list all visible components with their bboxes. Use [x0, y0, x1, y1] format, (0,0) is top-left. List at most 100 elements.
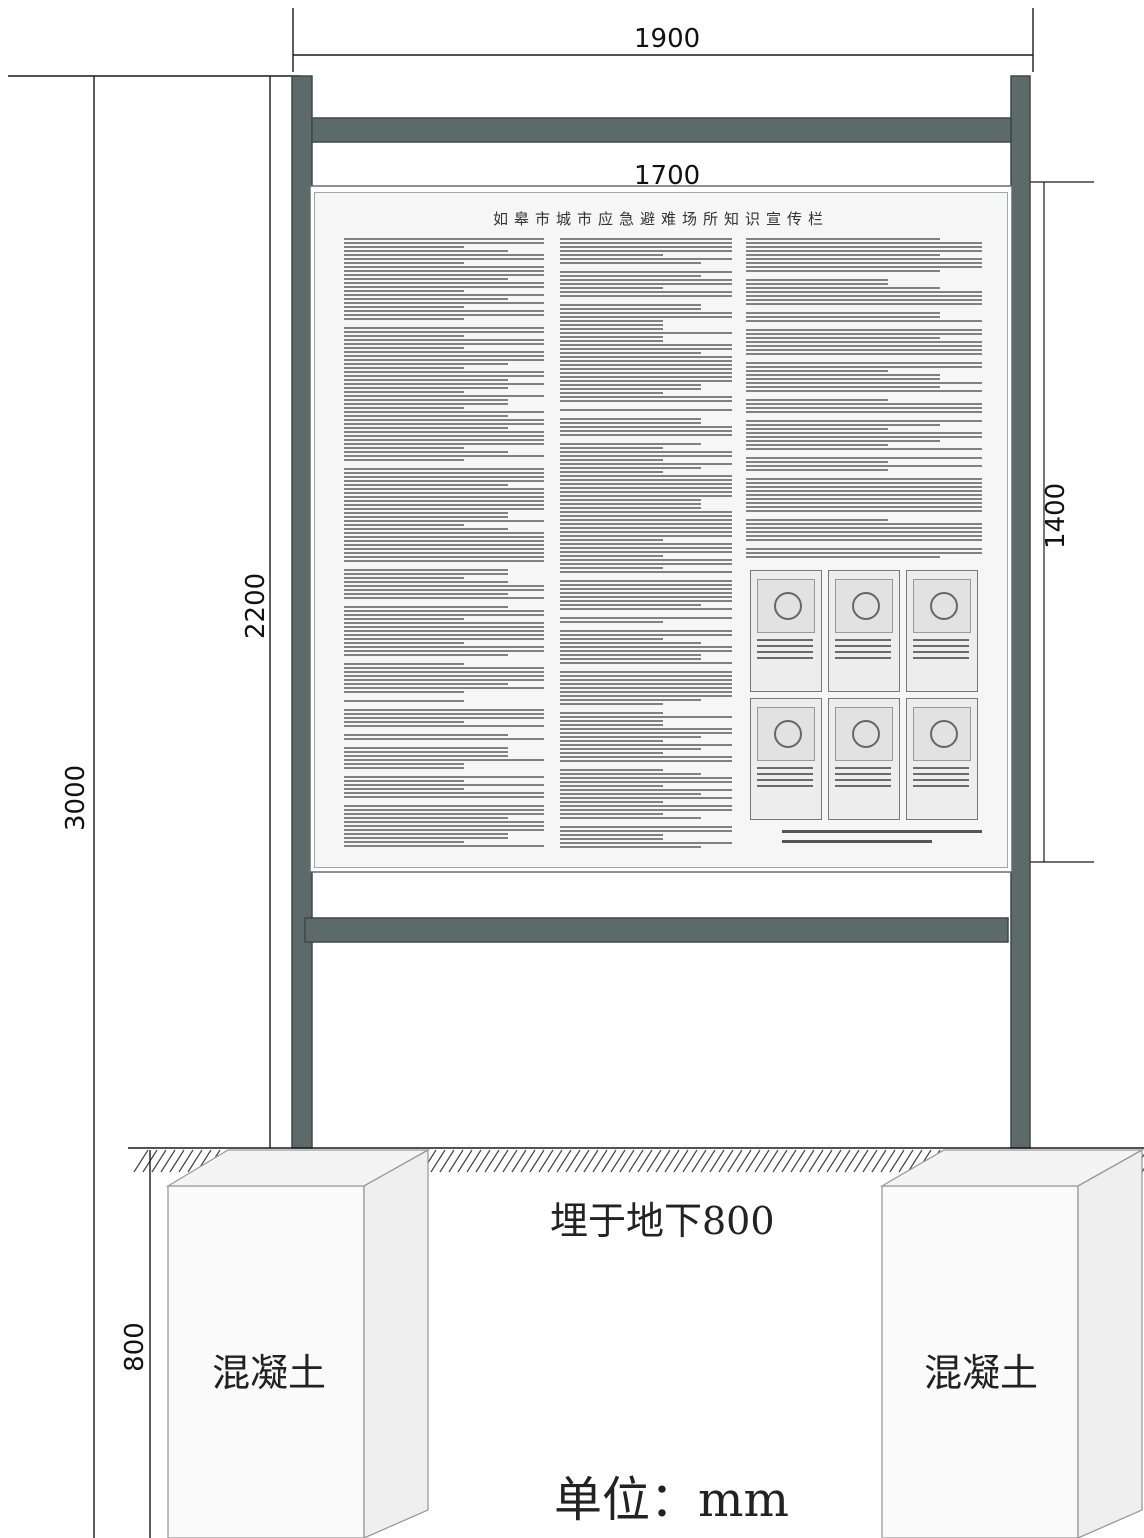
text-line — [344, 391, 464, 393]
text-line — [746, 299, 982, 301]
hatch-mark — [583, 1149, 599, 1173]
hatch-mark — [430, 1149, 446, 1173]
text-line — [560, 254, 664, 256]
text-line — [344, 650, 544, 652]
text-line — [344, 387, 508, 389]
hatch-mark — [169, 1149, 185, 1173]
text-line — [344, 671, 544, 673]
dim-3000-label: 3000 — [61, 764, 91, 831]
hatch-mark — [736, 1149, 752, 1173]
poster-text-line — [913, 785, 969, 787]
text-line — [560, 451, 732, 453]
text-line — [344, 817, 508, 819]
text-line — [746, 374, 940, 376]
hatch-mark — [610, 1149, 626, 1173]
text-line — [344, 488, 544, 490]
text-line — [746, 390, 982, 392]
text-line — [560, 756, 732, 758]
hatch-mark — [133, 1149, 149, 1173]
text-line — [560, 483, 732, 485]
text-line — [560, 683, 732, 685]
text-line — [344, 290, 464, 292]
text-line — [344, 713, 544, 715]
text-line — [344, 833, 508, 835]
hatch-mark — [493, 1149, 509, 1173]
poster-text-line — [835, 779, 891, 781]
board-footer-text — [782, 840, 932, 843]
hatch-mark — [637, 1149, 653, 1173]
text-line — [746, 403, 982, 405]
text-line — [344, 679, 544, 681]
text-line — [560, 332, 732, 334]
text-line — [560, 539, 664, 541]
text-line — [560, 475, 732, 477]
hatch-mark — [664, 1149, 680, 1173]
hatch-mark — [727, 1149, 743, 1173]
text-line — [560, 592, 732, 594]
text-line — [344, 270, 544, 272]
text-line — [560, 789, 732, 791]
text-line — [560, 258, 732, 260]
text-line — [746, 444, 888, 446]
text-line — [560, 409, 732, 411]
text-line — [344, 282, 544, 284]
hatch-mark — [673, 1149, 689, 1173]
text-line — [560, 671, 732, 673]
text-line — [344, 667, 544, 669]
cartoon-poster — [750, 570, 822, 692]
cartoon-illustration — [757, 707, 815, 761]
text-line — [560, 246, 732, 248]
text-line — [344, 821, 544, 823]
text-line — [746, 535, 982, 537]
text-line — [344, 383, 544, 385]
cartoon-illustration — [835, 707, 893, 761]
hatch-mark — [448, 1149, 464, 1173]
text-line — [560, 422, 702, 424]
text-line — [746, 539, 982, 541]
text-line — [746, 266, 982, 268]
text-line — [560, 658, 702, 660]
hatch-mark — [871, 1149, 887, 1173]
text-line — [560, 396, 732, 398]
hatch-mark — [772, 1149, 788, 1173]
text-line — [560, 630, 732, 632]
text-line — [560, 608, 732, 610]
text-line — [344, 347, 464, 349]
text-line — [344, 780, 464, 782]
text-line — [560, 834, 664, 836]
text-line — [344, 725, 544, 727]
text-line — [746, 457, 982, 459]
concrete-label-left: 混凝土 — [212, 1351, 327, 1395]
hatch-mark — [745, 1149, 761, 1173]
text-line — [560, 499, 702, 501]
text-line — [560, 495, 732, 497]
text-line — [560, 380, 732, 382]
text-line — [746, 303, 982, 305]
text-line — [560, 515, 732, 517]
text-line — [746, 238, 940, 240]
text-line — [344, 614, 544, 616]
text-line — [344, 331, 544, 333]
hatch-mark — [466, 1149, 482, 1173]
text-line — [746, 494, 982, 496]
text-line — [560, 740, 664, 742]
text-line — [344, 294, 544, 296]
text-line — [560, 447, 664, 449]
text-line — [560, 523, 732, 525]
text-line — [560, 675, 732, 677]
text-line — [344, 286, 544, 288]
text-line — [746, 341, 982, 343]
text-line — [344, 447, 464, 449]
poster-text-line — [757, 773, 813, 775]
text-line — [560, 360, 732, 362]
text-line — [344, 500, 544, 502]
text-line — [344, 784, 544, 786]
hatch-mark — [574, 1149, 590, 1173]
text-line — [560, 584, 732, 586]
text-line — [344, 606, 508, 608]
text-line — [560, 736, 702, 738]
text-line — [560, 773, 702, 775]
text-line — [344, 825, 544, 827]
text-line — [560, 324, 664, 326]
text-line — [560, 312, 732, 314]
